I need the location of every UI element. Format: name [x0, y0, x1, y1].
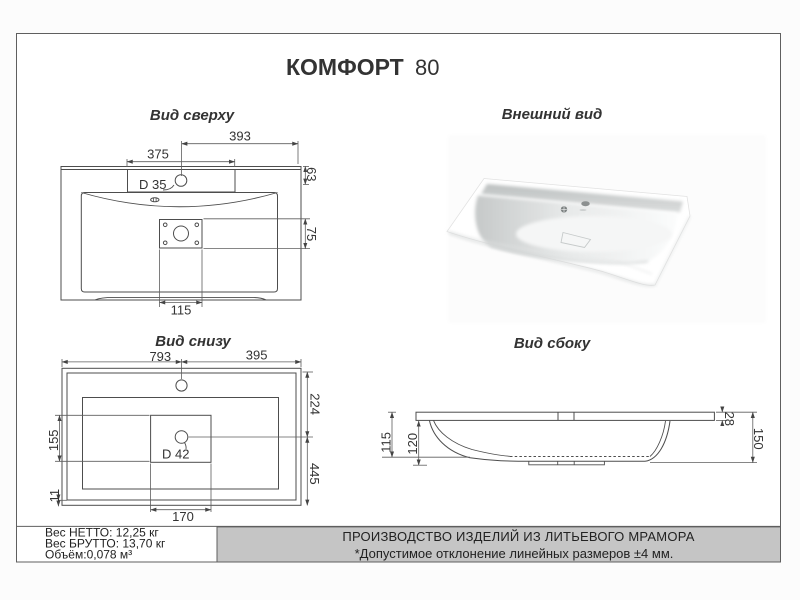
svg-text:393: 393 [229, 129, 251, 144]
svg-text:63: 63 [304, 167, 319, 181]
svg-text:120: 120 [405, 433, 420, 455]
svg-text:D 35: D 35 [139, 177, 166, 192]
svg-text:Вид сбоку: Вид сбоку [514, 335, 591, 352]
svg-text:375: 375 [147, 147, 169, 162]
svg-text:115: 115 [171, 303, 192, 318]
svg-text:Вес БРУТТО: 13,70 кг: Вес БРУТТО: 13,70 кг [45, 537, 166, 551]
svg-text:793: 793 [149, 349, 171, 364]
svg-text:445: 445 [307, 463, 322, 485]
svg-text:*Допустимое отклонение линейны: *Допустимое отклонение линейных размеров… [355, 546, 674, 561]
svg-text:Внешний вид: Внешний вид [502, 106, 603, 123]
svg-text:75: 75 [304, 227, 319, 241]
svg-text:Вид сверху: Вид сверху [150, 107, 235, 124]
svg-text:28: 28 [722, 412, 737, 426]
svg-text:Объём:0,078 м³: Объём:0,078 м³ [45, 548, 132, 562]
svg-text:170: 170 [172, 509, 194, 524]
svg-text:155: 155 [46, 429, 61, 451]
svg-text:ПРОИЗВОДСТВО ИЗДЕЛИЙ ИЗ ЛИТЬЕВ: ПРОИЗВОДСТВО ИЗДЕЛИЙ ИЗ ЛИТЬЕВОГО МРАМОР… [342, 529, 694, 544]
svg-text:D 42: D 42 [162, 447, 189, 462]
svg-text:115: 115 [379, 432, 394, 453]
svg-text:11: 11 [47, 489, 62, 503]
svg-text:КОМФОРТ: КОМФОРТ [286, 54, 404, 80]
svg-text:Вид снизу: Вид снизу [155, 333, 231, 350]
svg-text:224: 224 [307, 393, 322, 415]
svg-text:395: 395 [246, 348, 268, 363]
svg-text:150: 150 [751, 428, 766, 450]
svg-text:Вес НЕТТО: 12,25 кг: Вес НЕТТО: 12,25 кг [45, 526, 159, 540]
svg-text:80: 80 [415, 55, 439, 80]
